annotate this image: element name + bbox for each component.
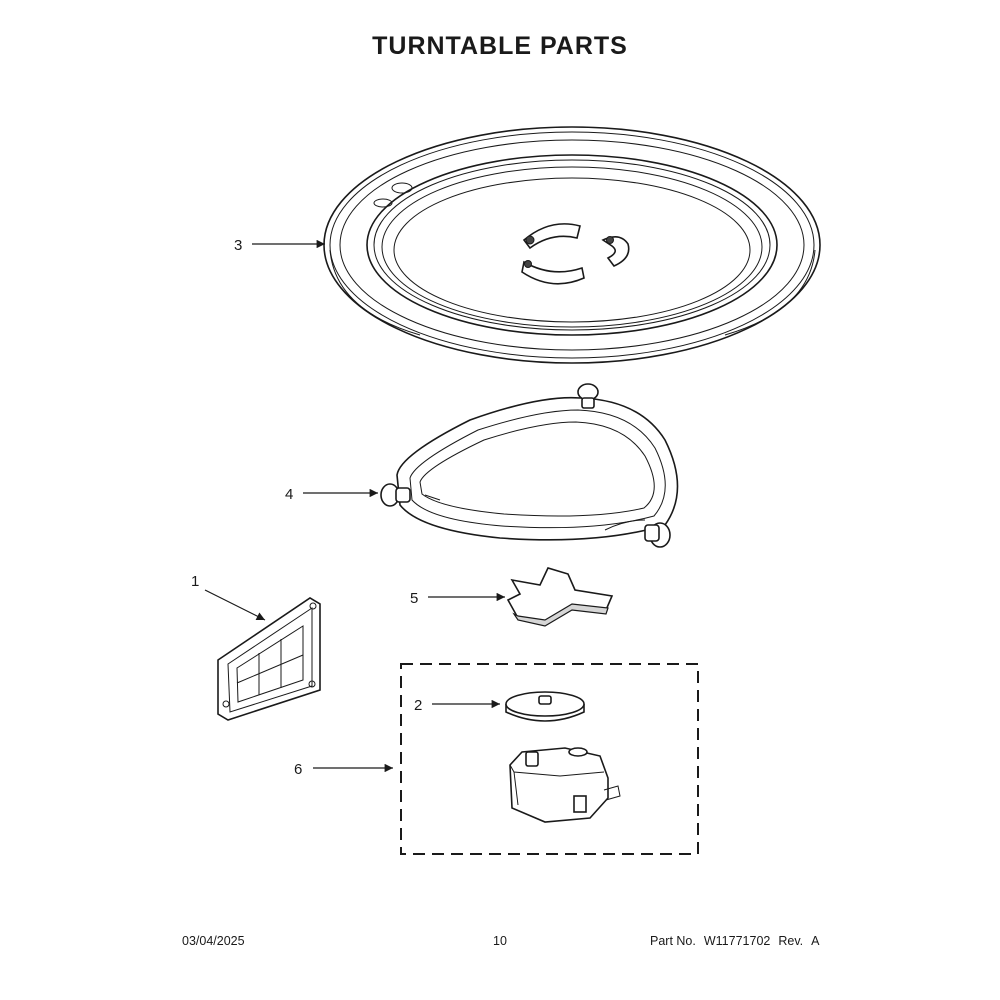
callout-4: 4 [285, 486, 293, 503]
leader-1 [204, 589, 266, 621]
footer-date: 03/04/2025 [182, 934, 245, 948]
turntable-motor[interactable] [509, 747, 621, 823]
callout-2: 2 [414, 697, 422, 714]
turntable-tray[interactable] [323, 126, 821, 364]
footer-page-number: 10 [493, 934, 507, 948]
part-number: W11771702 [703, 934, 771, 948]
roller-guide-ring[interactable] [380, 383, 679, 548]
footer-part-info: Part No. W11771702 Rev. A [650, 934, 819, 948]
rev-value: A [811, 934, 820, 948]
coupler-disc[interactable] [505, 691, 585, 722]
part-label: Part No. [650, 934, 696, 948]
page-title: TURNTABLE PARTS [372, 32, 628, 60]
waveguide-cover[interactable] [217, 597, 321, 721]
roller-top [577, 383, 599, 409]
turntable-support[interactable] [506, 567, 614, 627]
roller-left [380, 483, 411, 507]
kit-boundary-dashed [400, 663, 699, 855]
callout-1: 1 [191, 573, 199, 590]
callout-6: 6 [294, 761, 302, 778]
callout-3: 3 [234, 237, 242, 254]
rev-label: Rev. [778, 934, 804, 948]
roller-right [644, 522, 671, 548]
callout-5: 5 [410, 590, 418, 607]
